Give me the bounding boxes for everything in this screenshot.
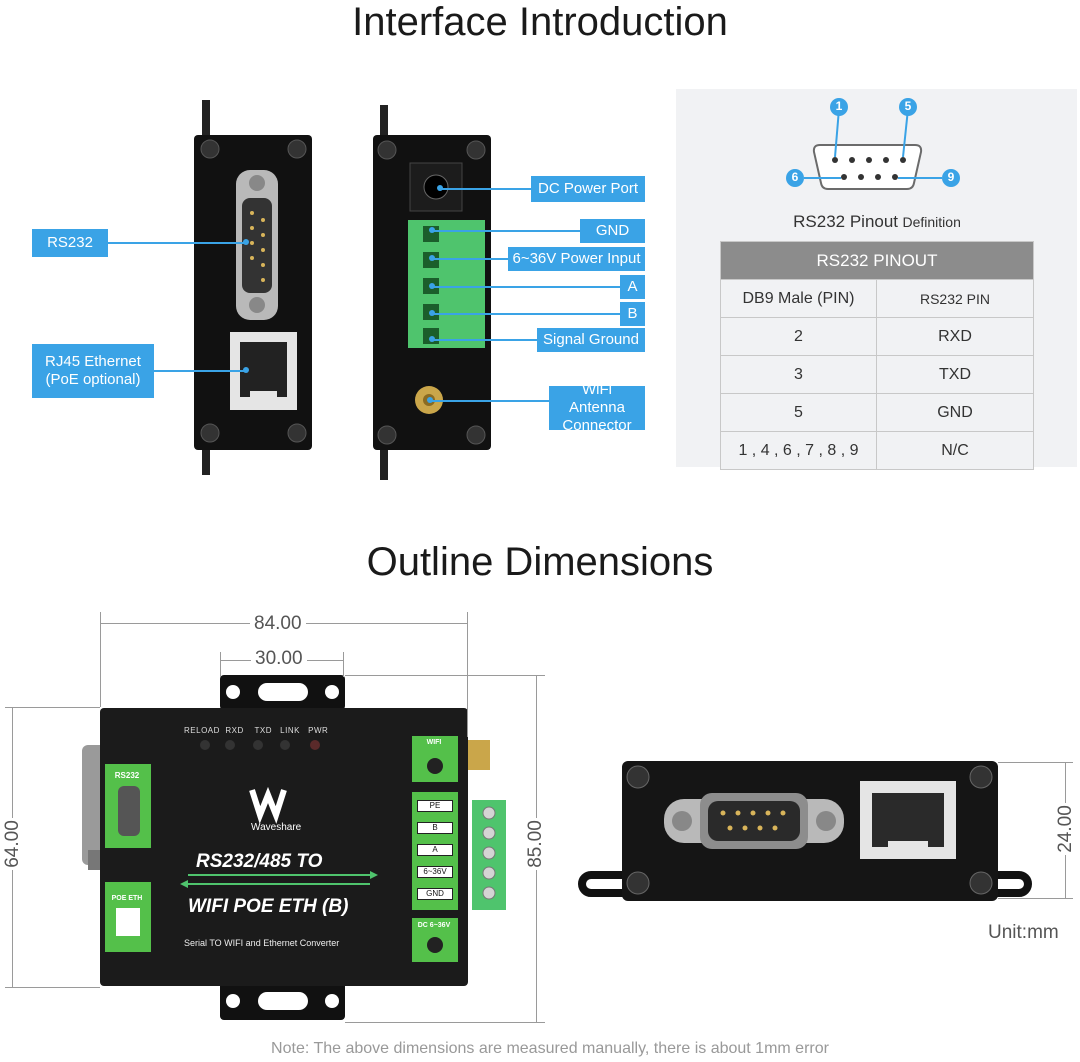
label-dc-power: DC Power Port xyxy=(531,176,645,202)
leader-dot xyxy=(243,239,249,245)
terminal-label: PE xyxy=(417,800,453,812)
leader-dc xyxy=(440,188,531,190)
label-rs232: RS232 xyxy=(32,229,108,257)
device-subtitle: Serial TO WIFI and Ethernet Converter xyxy=(184,938,340,948)
pinout-caption-main: RS232 Pinout xyxy=(793,212,899,231)
leader-dot xyxy=(429,336,435,342)
leader-power xyxy=(432,258,508,260)
dim-ext xyxy=(5,987,100,988)
table-cell: 2 xyxy=(720,317,877,356)
leader-dot xyxy=(429,310,435,316)
dim-width-total: 84.00 xyxy=(250,613,306,635)
table-cell: GND xyxy=(876,393,1034,432)
terminal-label: B xyxy=(417,822,453,834)
pin-label-5: 5 xyxy=(904,99,912,113)
led-label: RXD xyxy=(225,726,244,735)
dim-ext xyxy=(345,675,545,676)
db9-pinout-diagram xyxy=(786,98,960,190)
leader-antenna xyxy=(430,400,549,402)
dim-ext xyxy=(345,1022,545,1023)
dim-side-height: 24.00 xyxy=(1055,803,1077,855)
device-side-view xyxy=(578,761,1032,901)
interface-title: Interface Introduction xyxy=(352,0,728,44)
leader-gnd xyxy=(432,230,580,232)
brand-name: Waveshare xyxy=(251,822,302,833)
dim-ext xyxy=(998,898,1073,899)
label-signal-ground: Signal Ground xyxy=(537,328,645,352)
dim-width-inner: 30.00 xyxy=(251,648,307,670)
pinout-caption: RS232 Pinout Definition xyxy=(720,212,1034,232)
table-cell: RXD xyxy=(876,317,1034,356)
dim-height-left: 64.00 xyxy=(2,818,24,870)
dim-ext xyxy=(343,652,344,677)
label-power-input: 6~36V Power Input xyxy=(508,247,645,271)
leader-dot xyxy=(427,397,433,403)
dim-ext xyxy=(467,612,468,737)
pin-label-9: 9 xyxy=(947,170,955,184)
led-label: TXD xyxy=(254,726,272,735)
model-line1: RS232/485 TO xyxy=(196,851,323,872)
table-cell: TXD xyxy=(876,355,1034,394)
label-wifi-antenna: WiFi Antenna Connector xyxy=(549,381,645,434)
pinout-caption-sub: Definition xyxy=(902,214,961,230)
leader-dot xyxy=(243,367,249,373)
dim-ext xyxy=(100,612,101,707)
outline-title: Outline Dimensions xyxy=(366,540,714,584)
port-poe-label: POE ETH xyxy=(111,895,143,902)
led-label: LINK xyxy=(280,726,300,735)
leader-rs232 xyxy=(108,242,246,244)
label-b: B xyxy=(620,302,645,326)
device-front-view xyxy=(194,100,312,475)
dim-height-right: 85.00 xyxy=(525,818,547,870)
dim-ext xyxy=(5,707,100,708)
leader-dot xyxy=(429,283,435,289)
measurement-note: Note: The above dimensions are measured … xyxy=(271,1040,829,1057)
label-gnd: GND xyxy=(580,219,645,243)
leader-a xyxy=(432,286,620,288)
device-top-view xyxy=(82,675,506,1020)
port-wifi-label: WIFI xyxy=(426,739,442,746)
pin-label-1: 1 xyxy=(835,99,843,113)
leader-rj45 xyxy=(154,370,246,372)
table-cell: 1 , 4 , 6 , 7 , 8 , 9 xyxy=(720,431,877,470)
pinout-col-header: RS232 PIN xyxy=(876,279,1034,318)
device-back-view xyxy=(373,105,491,480)
pinout-table-title: RS232 PINOUT xyxy=(720,241,1034,280)
dc-label: DC 6~36V xyxy=(417,922,451,929)
leader-b xyxy=(432,313,620,315)
leader-dot xyxy=(437,185,443,191)
pinout-col-header: DB9 Male (PIN) xyxy=(720,279,877,318)
leader-dot xyxy=(429,255,435,261)
port-rs232-label: RS232 xyxy=(114,771,140,780)
table-cell: 5 xyxy=(720,393,877,432)
unit-label: Unit:mm xyxy=(988,922,1059,943)
leader-signal-ground xyxy=(432,339,537,341)
dim-ext xyxy=(220,652,221,677)
led-label: PWR xyxy=(308,726,329,735)
led-label: RELOAD xyxy=(184,726,220,735)
dim-ext xyxy=(998,762,1073,763)
led-labels: RELOAD RXD TXD LINK PWR xyxy=(184,726,328,735)
pin-label-6: 6 xyxy=(791,170,799,184)
model-line2: WIFI POE ETH (B) xyxy=(188,896,349,917)
terminal-label: A xyxy=(417,844,453,856)
label-rj45: RJ45 Ethernet (PoE optional) xyxy=(32,344,154,398)
leader-dot xyxy=(429,227,435,233)
label-a: A xyxy=(620,275,645,299)
terminal-label: 6~36V xyxy=(417,866,453,878)
table-cell: N/C xyxy=(876,431,1034,470)
terminal-label: GND xyxy=(417,888,453,900)
table-cell: 3 xyxy=(720,355,877,394)
